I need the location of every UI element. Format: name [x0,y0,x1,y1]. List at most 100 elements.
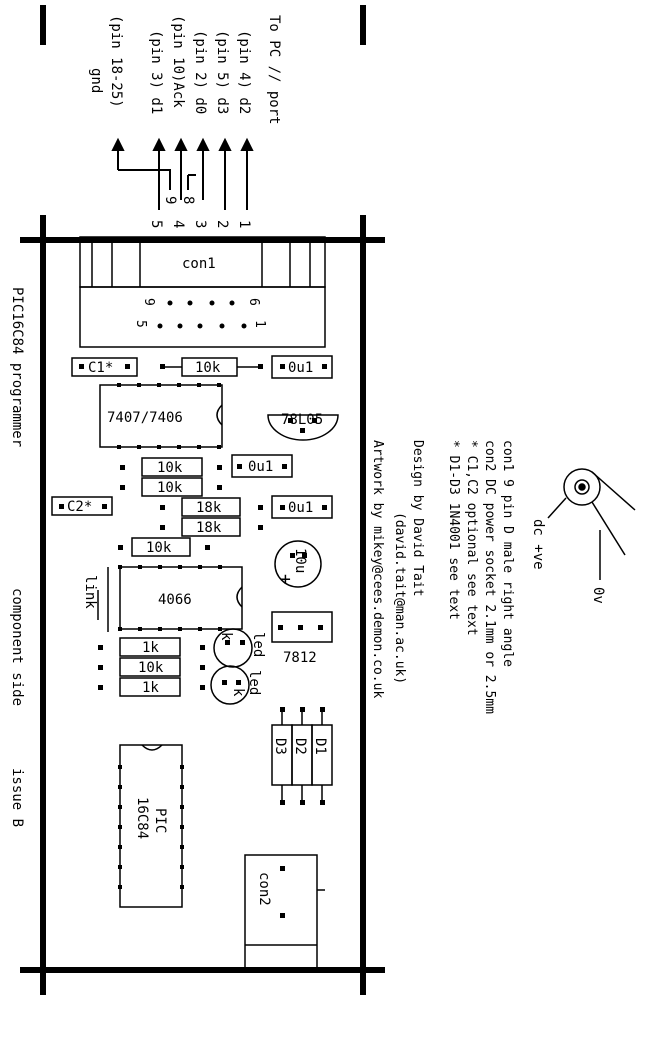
c1-label: C1* [88,360,113,376]
ic1-label: 7407/7406 [107,410,183,426]
note-design: Design by David Tait [410,440,425,597]
cap3-body [271,495,333,519]
ic2-label: 4066 [158,592,192,608]
r9-body [119,677,181,697]
wire-number-5: 5 [148,220,164,228]
cap3-label: 0u1 [288,500,313,516]
note-con1: con1 9 pin D male right angle [500,440,515,667]
pin-label-ack: (pin 10)Ack [170,15,186,108]
component-labels: C1* 10k 0u1 7407/7406 78L05 10k 0u1 10k … [67,360,328,906]
wire-number-3: 3 [192,220,208,228]
note-diodes: * D1-D3 1N4001 see text [446,440,461,620]
diode-d1-body [311,724,333,786]
dc-socket-symbol [547,468,636,580]
con1-pin-labels: 9 6 5 1 [133,298,267,328]
reg1-label: 78L05 [281,412,323,428]
r8-body [119,657,181,677]
reg2-label: 7812 [283,650,317,666]
wire-numbers: 1 2 3 4 5 8 9 [148,196,252,228]
r4-label: 18k [196,500,222,516]
component-outlines [51,355,339,971]
wire-number-4: 4 [170,220,186,228]
pin-label-d1: (pin 3) d1 [148,30,164,114]
led1-k: k [218,632,234,641]
board-outline [20,5,385,995]
led2-k: k [230,688,246,697]
led1-label: led [250,632,266,657]
cap1-body [271,355,333,379]
r1-label: 10k [195,360,221,376]
pin-label-gnd: gnd [88,68,104,93]
con1-pin-9: 9 [141,298,156,306]
c1-body [71,357,138,377]
r6-label: 10k [146,540,172,556]
left-titles: PIC16C84 programmer component side issue… [9,287,25,827]
zero-v-label: 0v [590,587,606,604]
con2-label: con2 [256,872,272,906]
issue-label: issue B [9,768,25,827]
r8-label: 10k [138,660,164,676]
note-con2: con2 DC power socket 2.1mm or 2.5mm [482,440,497,714]
cap-elec-body [274,540,322,588]
r2-body [141,457,203,477]
wire-number-9: 9 [162,196,178,204]
led2-label: led [246,670,262,695]
c2-label: C2* [67,499,92,515]
pin-label-d2: (pin 4) d2 [236,30,252,114]
r3-label: 10k [157,480,183,496]
r6-body [131,537,191,557]
ic3-body [119,744,183,908]
r9-label: 1k [142,680,159,696]
dc-plus-label: dc +ve [530,519,546,570]
notes: con1 9 pin D male right angle con2 DC po… [370,440,515,714]
link-label: link [82,575,98,609]
con1-label: con1 [182,256,216,272]
component-pads [59,364,327,918]
con1-connector [79,236,326,348]
diode-d2-body [291,724,313,786]
diode-d3-body [271,724,293,786]
component-side-label: component side [9,588,25,706]
note-c1c2: * C1,C2 optional see text [464,440,479,636]
note-artwork: Artwork by mikey@cees.demon.co.uk [370,440,385,698]
con1-pin-1: 1 [252,320,267,328]
d1-label: D1 [312,738,328,755]
led2-body [210,665,250,705]
d3-label: D3 [272,738,288,755]
led1-body [213,628,253,668]
pin-label-gnd-pins: (pin 18-25) [108,15,124,108]
wire-number-8: 8 [180,196,196,204]
board-title: PIC16C84 programmer [9,287,25,447]
cap1-label: 0u1 [288,360,313,376]
pin-label-d0: (pin 2) d0 [192,30,208,114]
con2-body [244,854,318,971]
con1-pin-6: 6 [246,298,261,306]
wire-number-2: 2 [214,220,230,228]
r7-label: 1k [142,640,159,656]
con1-pins [157,300,247,329]
note-email: (david.tait@man.ac.uk) [392,512,407,684]
cap-elec-plus: + [280,569,291,590]
cap2-body [231,454,293,478]
r2-label: 10k [157,460,183,476]
dc-socket-labels: dc +ve 0v [530,519,606,604]
ic3-label-2: 16C84 [134,797,150,839]
r5-label: 18k [196,520,222,536]
con1-pin-5: 5 [133,320,148,328]
d2-label: D2 [292,738,308,755]
r3-body [141,477,203,497]
pin-label-d3: (pin 5) d3 [214,30,230,114]
r5-body [181,517,241,537]
to-pc-label: To PC // port [266,15,282,125]
header-labels: To PC // port (pin 4) d2 (pin 5) d3 (pin… [88,15,282,125]
r7-body [119,637,181,657]
reg1-body [267,414,339,441]
ic3-label-1: PIC [152,808,168,833]
wire-number-1: 1 [236,220,252,228]
r4-body [181,497,241,517]
cap-elec-label: 10u [292,548,308,573]
c2-body [51,496,113,516]
cap2-label: 0u1 [248,459,273,475]
header-wires [111,137,254,210]
